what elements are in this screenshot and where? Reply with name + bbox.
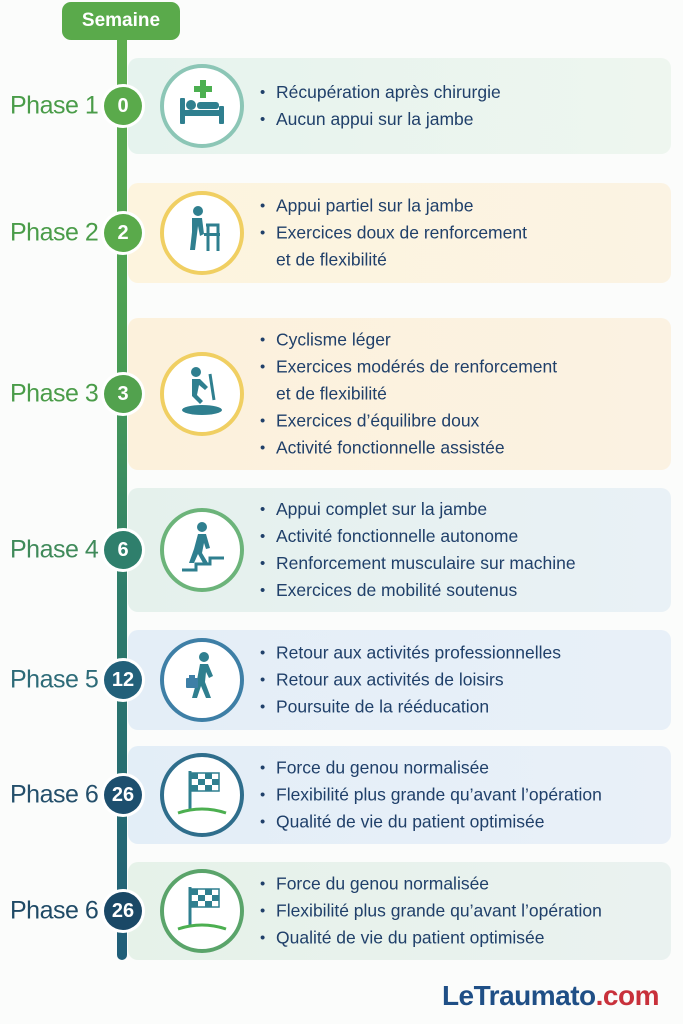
week-marker: 12 (104, 661, 142, 699)
phase-items: Appui complet sur la jambe Activité fonc… (258, 496, 669, 604)
phase-items: Force du genou normalisée Flexibilité pl… (258, 871, 669, 952)
list-item: Poursuite de la rééducation (258, 694, 669, 721)
phase-label: Phase 5 (10, 665, 99, 694)
phase-row-2: Phase 2 2 Appui partiel sur la jambe Exe… (0, 183, 683, 283)
week-marker: 0 (104, 87, 142, 125)
exercise-bike-icon (174, 364, 230, 425)
list-item: Cyclisme léger (258, 327, 669, 354)
week-marker: 2 (104, 214, 142, 252)
phase-row-7: Phase 6 26 Force du genou normalisée Fle… (0, 862, 683, 960)
list-item: Retour aux activités de loisirs (258, 667, 669, 694)
week-marker: 6 (104, 531, 142, 569)
phase-items: Cyclisme léger Exercices modérés de renf… (258, 327, 669, 462)
stairs-climbing-icon (174, 520, 230, 581)
brand-name: LeTraumato (441, 980, 596, 1011)
phase-label: Phase 2 (10, 218, 99, 247)
hospital-bed-icon (174, 76, 230, 137)
phase-icon-circle (160, 869, 244, 953)
list-item: Retour aux activités professionnelles (258, 640, 669, 667)
walking-briefcase-icon (174, 650, 230, 711)
list-item: Qualité de vie du patient optimisée (258, 809, 669, 836)
list-item: Force du genou normalisée (258, 755, 669, 782)
brand-domain: .com (595, 980, 660, 1011)
phase-label: Phase 6 (10, 780, 99, 809)
phase-items: Retour aux activités professionnelles Re… (258, 640, 669, 721)
list-item: Qualité de vie du patient optimisée (258, 925, 669, 952)
phase-items: Récupération après chirurgie Aucun appui… (258, 79, 669, 133)
phase-items: Force du genou normalisée Flexibilité pl… (258, 755, 669, 836)
timeline-line (117, 30, 127, 960)
list-item: Exercices d’équilibre doux (258, 408, 669, 435)
phase-icon-circle (160, 191, 244, 275)
list-item: Renforcement musculaire sur machine (258, 550, 669, 577)
list-item: Appui partiel sur la jambe (258, 193, 669, 220)
walker-icon (174, 203, 230, 264)
list-item: Récupération après chirurgie (258, 79, 669, 106)
list-item: Exercices modérés de renforcement (258, 354, 669, 381)
list-item: Activité fonctionnelle assistée (258, 435, 669, 462)
brand-logo[interactable]: LeTraumato.com (441, 980, 660, 1012)
week-marker: 26 (104, 892, 142, 930)
list-item: Flexibilité plus grande qu’avant l’opéra… (258, 898, 669, 925)
list-item: Aucun appui sur la jambe (258, 106, 669, 133)
week-marker: 3 (104, 375, 142, 413)
phase-items: Appui partiel sur la jambe Exercices dou… (258, 193, 669, 274)
phase-row-4: Phase 4 6 Appui complet sur la jambe Act… (0, 488, 683, 612)
list-item: Appui complet sur la jambe (258, 496, 669, 523)
phase-row-1: Phase 1 0 Récupération après chirurgie A… (0, 58, 683, 154)
phase-icon-circle (160, 638, 244, 722)
phase-label: Phase 6 (10, 896, 99, 925)
phase-label: Phase 4 (10, 535, 99, 564)
week-marker: 26 (104, 776, 142, 814)
phase-icon-circle (160, 508, 244, 592)
phase-row-6: Phase 6 26 Force du genou normalisée Fle… (0, 746, 683, 844)
checkered-flag-icon (174, 765, 230, 826)
list-item: Activité fonctionnelle autonome (258, 523, 669, 550)
phase-label: Phase 3 (10, 379, 99, 408)
checkered-flag-icon (174, 881, 230, 942)
week-header-badge: Semaine (62, 2, 180, 40)
list-item-continuation: et de flexibilité (276, 383, 387, 404)
phase-icon-circle (160, 352, 244, 436)
phase-icon-circle (160, 753, 244, 837)
list-item-continuation: et de flexibilité (276, 249, 387, 270)
list-item: Exercices doux de renforcement (258, 220, 669, 247)
phase-label: Phase 1 (10, 91, 99, 120)
phase-row-3: Phase 3 3 Cyclisme léger Exercices modér… (0, 318, 683, 470)
phase-icon-circle (160, 64, 244, 148)
phase-row-5: Phase 5 12 Retour aux activités professi… (0, 630, 683, 730)
list-item: Flexibilité plus grande qu’avant l’opéra… (258, 782, 669, 809)
list-item: Exercices de mobilité soutenus (258, 577, 669, 604)
list-item: Force du genou normalisée (258, 871, 669, 898)
